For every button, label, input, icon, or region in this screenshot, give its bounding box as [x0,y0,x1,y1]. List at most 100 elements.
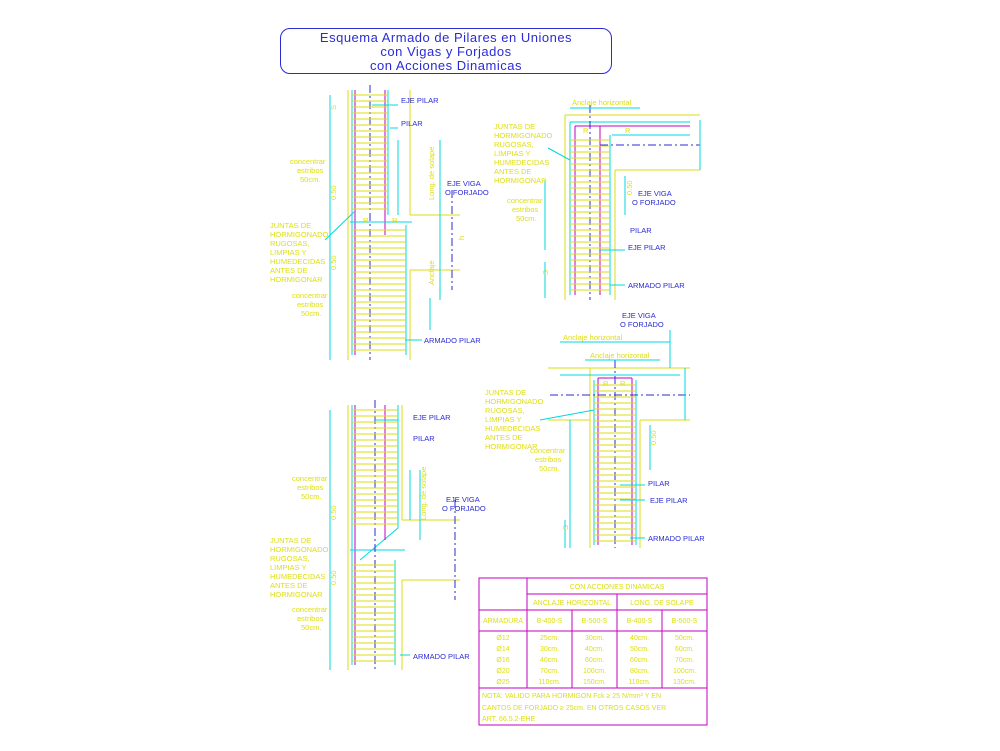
label-concentrar-3a: concentrar [507,196,543,205]
label-s-1: S [329,105,338,110]
label-juntas-3c: RUGOSAS, [270,554,310,563]
label-armado-pilar-1: ARMADO PILAR [424,336,481,345]
label-juntas-4f: ANTES DE [485,433,523,442]
label-pilar-2: PILAR [630,226,652,235]
label-juntas-4a: JUNTAS DE [485,388,526,397]
label-concentrar-4c: 50cm. [301,492,321,501]
label-dim-050-5: 0.50 [329,570,338,585]
label-eje-pilar-4: EJE PILAR [650,496,688,505]
table-cell-value: 60cm. [585,657,604,664]
label-r-1b: R [392,216,398,225]
table-header-steel: B-400-S [537,618,563,625]
label-juntas-2a: JUNTAS DE [494,122,535,131]
table-cell-diameter: Ø14 [496,646,509,653]
label-juntas-4e: HUMEDECIDAS [485,424,540,433]
label-anclaje-horizontal-4b: Anclaje horizontal [590,351,650,360]
table-header-steel: B-500-S [672,618,698,625]
label-eje-viga-1a: EJE VIGA [447,179,481,188]
label-juntas-4g: HORMIGONAR [485,442,538,451]
label-armado-pilar-4: ARMADO PILAR [648,534,705,543]
table-cell-diameter: Ø25 [496,679,509,686]
label-concentrar-5b: estribos [297,614,324,623]
label-dim-050-2: 0.50 [329,255,338,270]
label-long-solape-1: Long. de solape [427,147,436,200]
label-dim-050-3: 0.50 [625,180,634,195]
table-header-steel: B-500-S [582,618,608,625]
label-long-solape-3: Long. de solape [419,467,428,520]
table-cell-diameter: Ø12 [496,635,509,642]
label-juntas-4c: RUGOSAS, [485,406,525,415]
label-concentrar-5a: concentrar [292,605,328,614]
table-note-line-1: NOTA: VALIDO PARA HORMIGON Fck ≥ 25 N/mm… [482,693,661,700]
label-juntas-1b: HORMIGONADO [270,230,329,239]
table-cell-value: 30cm. [540,646,559,653]
table-note-line-3: ART. 66.5.2-EHE [482,716,536,723]
table-group-solape: LONG. DE SOLAPE [630,600,694,607]
label-eje-viga-2a: EJE VIGA [638,189,672,198]
label-juntas-1e: HUMEDECIDAS [270,257,325,266]
table-cell-diameter: Ø20 [496,668,509,675]
label-concentrar-1a: concentrar [290,157,326,166]
table-cell-value: 60cm. [675,646,694,653]
table-cell-value: 60cm. [630,657,649,664]
table-group-anclaje: ANCLAJE HORIZONTAL [533,600,611,607]
table-cell-value: 40cm. [630,635,649,642]
label-dim-050-1: 0.50 [329,185,338,200]
label-eje-pilar-2: EJE PILAR [628,243,666,252]
label-pilar-1: PILAR [401,119,423,128]
table-cell-value: 50cm. [630,646,649,653]
label-juntas-4b: HORMIGONADO [485,397,544,406]
label-eje-viga-3a: EJE VIGA [446,495,480,504]
label-juntas-1a: JUNTAS DE [270,221,311,230]
label-juntas-3f: ANTES DE [270,581,308,590]
table-cell-value: 25cm. [540,635,559,642]
table-cell-diameter: Ø16 [496,657,509,664]
label-concentrar-5c: 50cm. [301,623,321,632]
table-cell-value: 100cm. [583,668,606,675]
table-cell-value: 110cm. [538,679,560,686]
label-concentrar-6b: estribos [535,455,562,464]
label-anclaje-horizontal-4a: Anclaje horizontal [563,333,623,342]
label-r-1a: R [363,216,369,225]
label-pilar-4: PILAR [648,479,670,488]
label-armado-pilar-3: ARMADO PILAR [413,652,470,661]
label-juntas-4d: LIMPIAS Y [485,415,522,424]
title-line-1: Esquema Armado de Pilares en Uniones [319,30,573,45]
label-armado-pilar-2: ARMADO PILAR [628,281,685,290]
label-eje-pilar-1: EJE PILAR [401,96,439,105]
label-concentrar-3b: estribos [512,205,539,214]
label-r-2b: R [625,126,631,135]
label-juntas-1f: ANTES DE [270,266,308,275]
label-concentrar-2a: concentrar [292,291,328,300]
table-title: CON ACCIONES DINAMICAS [570,584,665,591]
stirrups-bottom-left [352,409,398,662]
stirrups-top-left [352,94,406,351]
label-concentrar-1b: estribos [297,166,324,175]
detail-top-right [544,105,701,300]
table-cell-value: 150cm. [583,679,606,686]
label-concentrar-2b: estribos [297,300,324,309]
label-concentrar-3c: 50cm. [516,214,536,223]
stirrups-mid-right [594,384,636,542]
label-s-2: S [541,270,550,275]
label-h-1: h [457,236,466,240]
label-concentrar-4b: estribos [297,483,324,492]
table-cell-value: 30cm. [585,635,604,642]
label-eje-viga-4a: EJE VIGA [622,311,656,320]
label-juntas-1g: HORMIGONAR [270,275,323,284]
label-concentrar-2c: 50cm. [301,309,321,318]
table-text: CON ACCIONES DINAMICAS ANCLAJE HORIZONTAL… [482,584,698,723]
stirrups-top-right [570,139,610,291]
label-juntas-3b: HORMIGONADO [270,545,329,554]
title-box: Esquema Armado de Pilares en Uniones con… [280,28,612,74]
table-cell-value: 70cm. [540,668,559,675]
label-juntas-2f: ANTES DE [494,167,532,176]
label-concentrar-1c: 50cm. [300,175,320,184]
table-cell-value: 50cm. [675,635,694,642]
table-cell-value: 40cm. [585,646,604,653]
table-header-steel: B-400-S [627,618,653,625]
label-juntas-3e: HUMEDECIDAS [270,572,325,581]
table-note-line-2: CANTOS DE FORJADO ≥ 25cm. EN OTROS CASOS… [482,705,666,712]
label-juntas-2e: HUMEDECIDAS [494,158,549,167]
